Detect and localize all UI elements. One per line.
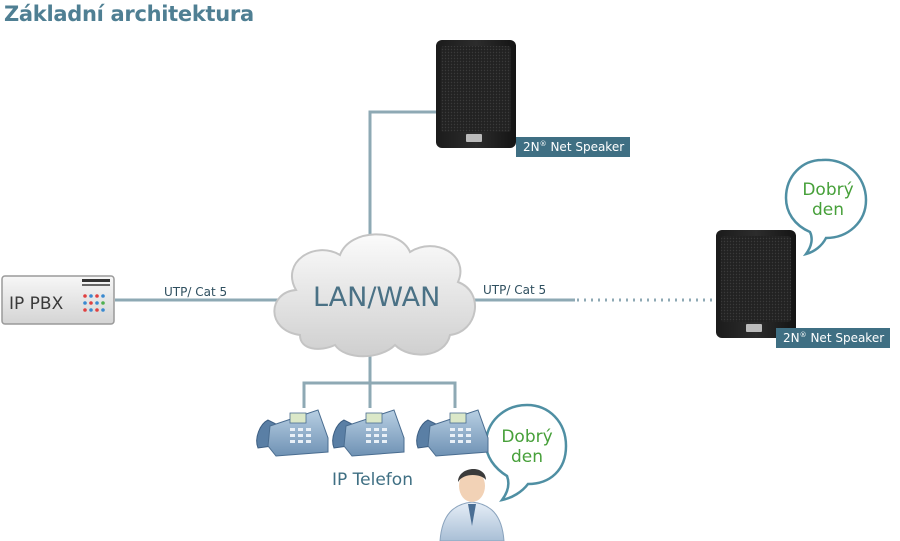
ip-phone-2 xyxy=(332,409,405,457)
speaker-brand: 2N xyxy=(783,331,800,345)
net-speaker-right xyxy=(716,230,796,338)
net-speaker-top xyxy=(436,40,516,148)
trademark-mark: ® xyxy=(539,140,547,148)
cable-label-right: UTP/ Cat 5 xyxy=(483,283,547,297)
person-avatar xyxy=(439,468,505,541)
cable-label-left: UTP/ Cat 5 xyxy=(164,285,228,299)
ip-pbx-device xyxy=(1,275,115,325)
phones-label: IP Telefon xyxy=(332,470,413,490)
network-label: LAN/WAN xyxy=(313,282,441,313)
trademark-mark: ® xyxy=(799,331,807,339)
page-title: Základní architektura xyxy=(4,2,254,26)
speaker-tag-right: 2N® Net Speaker xyxy=(776,328,891,348)
lan-wan-cloud xyxy=(273,233,476,358)
bubble-line-1: Dobrý xyxy=(501,427,553,447)
bubble-line-2: den xyxy=(510,447,544,467)
bubble-text-bottom: Dobrý den xyxy=(489,427,565,467)
speaker-label: Net Speaker xyxy=(810,331,885,345)
pbx-label: IP PBX xyxy=(9,294,64,314)
speaker-brand: 2N xyxy=(523,140,540,154)
bubble-text-right: Dobrý den xyxy=(790,180,866,220)
bubble-line-2: den xyxy=(811,200,845,220)
ip-phone-1 xyxy=(256,409,329,457)
speaker-label: Net Speaker xyxy=(550,140,625,154)
speech-bubble-right xyxy=(784,158,868,257)
speaker-tag-top: 2N® Net Speaker xyxy=(516,137,631,157)
connector-lines xyxy=(115,110,720,408)
pbx-led-grid xyxy=(83,294,105,312)
ip-phone-3 xyxy=(416,409,489,457)
bubble-line-1: Dobrý xyxy=(802,180,854,200)
